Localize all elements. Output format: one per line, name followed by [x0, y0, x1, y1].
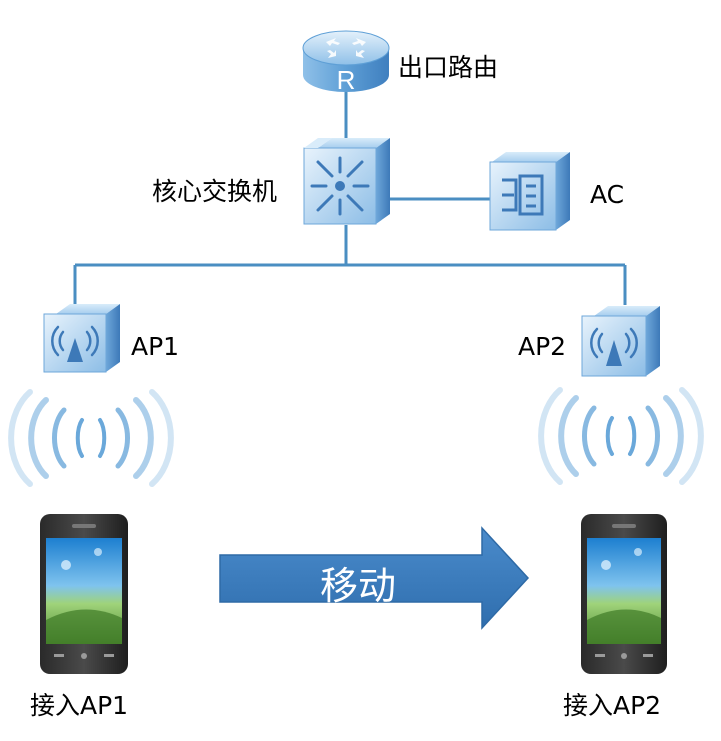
- router-label: 出口路由: [398, 53, 499, 82]
- move-label: 移动: [320, 564, 397, 608]
- connection-lines: [73, 92, 627, 305]
- core-switch-label: 核心交换机: [152, 177, 278, 206]
- smartphone-icon: [581, 514, 667, 674]
- router-glyph: R: [337, 65, 356, 95]
- phone1-label: 接入AP1: [30, 691, 129, 720]
- arrow-right-icon: [219, 526, 530, 630]
- ap1-label: AP1: [131, 332, 180, 361]
- switch-icon: [303, 138, 390, 225]
- phone2-label: 接入AP2: [563, 691, 662, 720]
- ap-icon: [581, 306, 660, 377]
- ap-icon: [43, 304, 120, 373]
- ap2-label: AP2: [518, 332, 567, 361]
- ac-label: AC: [590, 180, 625, 209]
- wifi-signal-icon: [538, 387, 704, 485]
- smartphone-icon: [40, 514, 128, 674]
- router-icon: [302, 30, 390, 92]
- wifi-signal-icon: [8, 389, 174, 487]
- ac-icon: [489, 152, 570, 231]
